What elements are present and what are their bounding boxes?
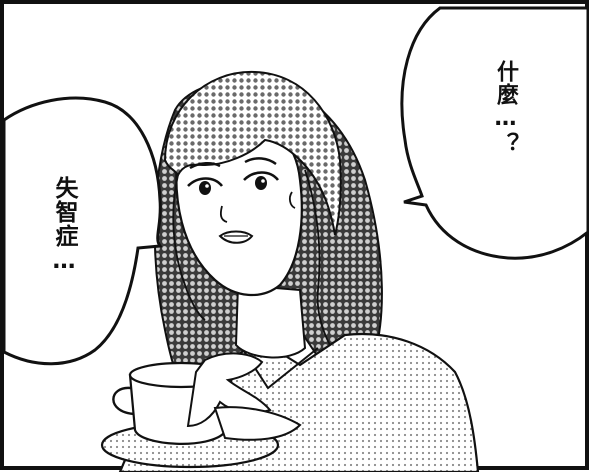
- nose: [219, 205, 228, 223]
- hair-front: [163, 70, 342, 236]
- teacup-handle: [112, 386, 135, 416]
- speech-bubble-left: [2, 96, 163, 366]
- hand-lower: [213, 406, 302, 441]
- left-eye: [187, 177, 224, 195]
- speech-bubble-right: [400, 6, 589, 260]
- hair-strand-left: [172, 174, 206, 321]
- left-eyebrow: [189, 162, 221, 170]
- neck: [234, 283, 307, 359]
- speech-text-left: 失智症…: [51, 176, 77, 275]
- earring: [288, 191, 296, 209]
- hair-strand-right: [304, 169, 331, 346]
- speech-text-right: 什麼…？: [493, 60, 518, 155]
- right-eyebrow: [244, 157, 277, 165]
- mouth: [218, 230, 254, 244]
- right-eye: [243, 171, 280, 190]
